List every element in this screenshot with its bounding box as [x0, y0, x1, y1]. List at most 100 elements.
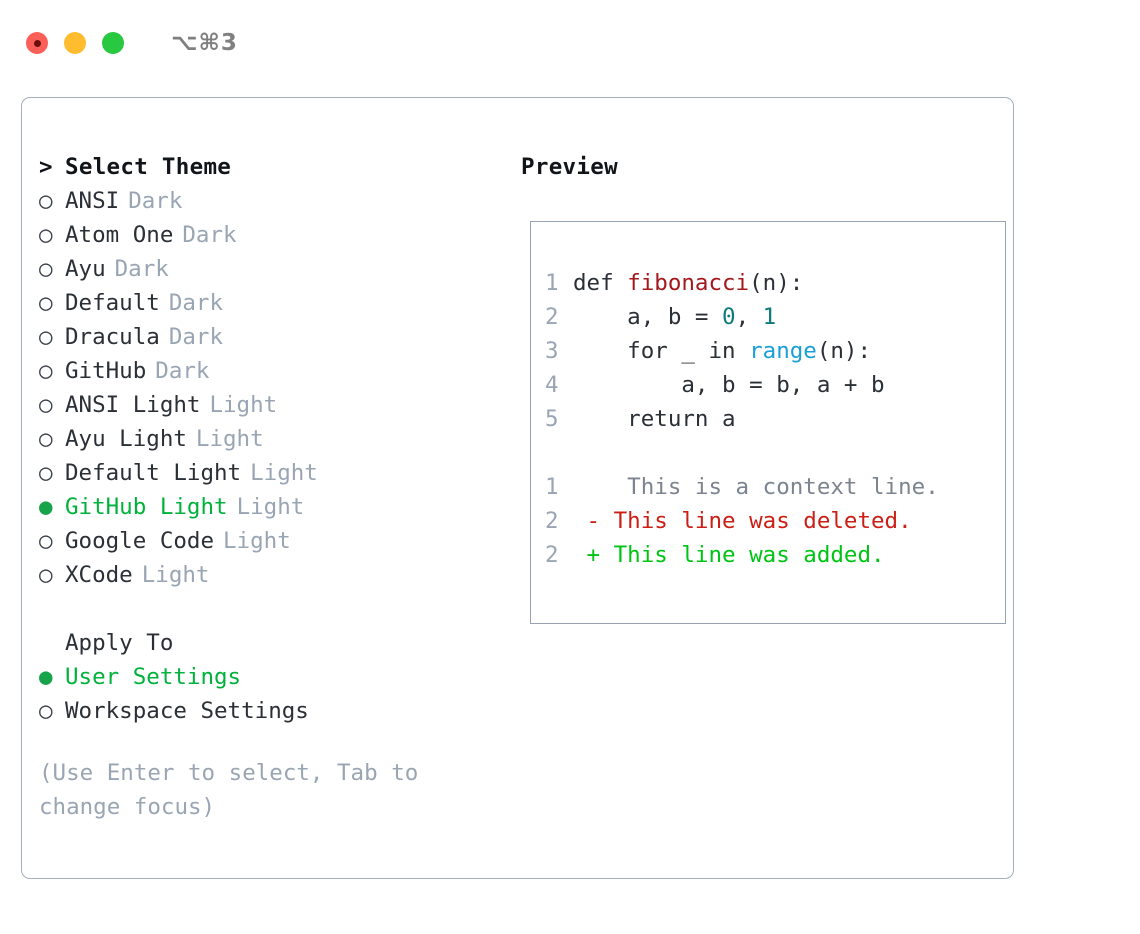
theme-list-item[interactable]: ○ GitHub Dark [39, 354, 499, 388]
theme-list-item[interactable]: ○ ANSI Dark [39, 184, 499, 218]
recording-indicator-icon [33, 39, 41, 47]
list-spacer [39, 592, 499, 626]
radio-unselected-icon: ○ [39, 188, 53, 214]
line-number: 1 [545, 270, 559, 296]
theme-variant-tag: Light [236, 494, 305, 520]
diff-line-number: 2 [545, 508, 559, 534]
theme-list-item[interactable]: ○ ANSI Light Light [39, 388, 499, 422]
traffic-light-group [26, 32, 124, 54]
diff-line: 2 - This line was deleted. [545, 504, 1005, 538]
code-token: (n): [749, 270, 804, 296]
code-line: 2 a, b = 0, 1 [545, 300, 1005, 334]
radio-unselected-icon: ○ [39, 256, 53, 282]
code-line: 3 for _ in range(n): [545, 334, 1005, 368]
theme-variant-tag: Dark [168, 290, 224, 316]
theme-list-item[interactable]: ○ Default Light Light [39, 456, 499, 490]
line-number: 3 [545, 338, 559, 364]
close-button[interactable] [26, 32, 48, 54]
window-titlebar: ⌥⌘3 [0, 0, 1140, 86]
diff-line-number: 1 [545, 474, 559, 500]
code-token: def [573, 270, 628, 296]
code-token: for _ in [573, 338, 750, 364]
radio-unselected-icon: ○ [39, 562, 53, 588]
radio-selected-icon: ● [39, 664, 53, 690]
theme-list-item[interactable]: ○ Atom One Dark [39, 218, 499, 252]
theme-list-item[interactable]: ○ Ayu Dark [39, 252, 499, 286]
theme-name-label: Ayu Light [65, 426, 187, 452]
theme-variant-tag: Light [141, 562, 210, 588]
theme-name-label: Default [65, 290, 160, 316]
theme-name-label: Atom One [65, 222, 174, 248]
code-token: (n): [816, 338, 872, 364]
radio-unselected-icon: ○ [39, 460, 53, 486]
theme-variant-tag: Light [195, 426, 264, 452]
code-line: 4 a, b = b, a + b [545, 368, 1005, 402]
diff-line-text: This is a context line. [573, 474, 939, 500]
apply-to-option[interactable]: ● User Settings [39, 660, 499, 694]
theme-variant-tag: Dark [168, 324, 224, 350]
code-token: 1 [762, 304, 777, 330]
apply-to-header: Apply To [39, 626, 499, 660]
apply-to-option[interactable]: ○ Workspace Settings [39, 694, 499, 728]
line-number: 4 [545, 372, 559, 398]
line-number: 2 [545, 304, 559, 330]
code-token: 0 [722, 304, 736, 330]
radio-unselected-icon: ○ [39, 698, 53, 724]
maximize-button[interactable] [102, 32, 124, 54]
apply-to-list: ● User Settings ○ Workspace Settings [39, 660, 499, 728]
diff-line: 1 This is a context line. [545, 470, 1005, 504]
theme-name-label: Default Light [65, 460, 242, 486]
code-line: 1 def fibonacci(n): [545, 266, 1005, 300]
theme-variant-tag: Dark [182, 222, 237, 248]
line-number: 5 [545, 406, 559, 432]
radio-unselected-icon: ○ [39, 358, 53, 384]
code-token: fibonacci [627, 270, 750, 296]
theme-variant-tag: Dark [128, 188, 183, 214]
theme-variant-tag: Light [223, 528, 291, 554]
code-token: , [735, 304, 763, 330]
select-theme-header: > Select Theme [39, 150, 499, 184]
radio-unselected-icon: ○ [39, 324, 53, 350]
diff-line-number: 2 [545, 542, 559, 568]
theme-list-item[interactable]: ● GitHub Light Light [39, 490, 499, 524]
select-theme-title: Select Theme [65, 154, 232, 180]
apply-to-label: User Settings [65, 664, 242, 690]
theme-variant-tag: Dark [114, 256, 169, 282]
theme-name-label: GitHub Light [65, 494, 228, 520]
theme-variant-tag: Dark [155, 358, 210, 384]
code-diff-spacer [545, 436, 1005, 470]
radio-unselected-icon: ○ [39, 392, 53, 418]
theme-variant-tag: Light [250, 460, 318, 486]
theme-name-label: Google Code [65, 528, 215, 554]
preview-title: Preview [521, 154, 618, 180]
theme-variant-tag: Light [209, 392, 278, 418]
code-line: 5 return a [545, 402, 1005, 436]
theme-list-item[interactable]: ○ Google Code Light [39, 524, 499, 558]
diff-line-text: + This line was added. [573, 542, 885, 568]
theme-name-label: ANSI [65, 188, 120, 214]
diff-snippet: 1 This is a context line.2 - This line w… [545, 470, 1005, 572]
keyboard-hint-text: (Use Enter to select, Tab to change focu… [39, 760, 419, 820]
theme-name-label: Ayu [65, 256, 106, 282]
keyboard-shortcut-label: ⌥⌘3 [171, 30, 238, 56]
code-token: a, b = b, a + b [573, 372, 885, 398]
theme-name-label: ANSI Light [65, 392, 201, 418]
caret-icon: > [39, 154, 53, 180]
theme-name-label: GitHub [65, 358, 147, 384]
radio-unselected-icon: ○ [39, 222, 53, 248]
radio-selected-icon: ● [39, 494, 53, 520]
minimize-button[interactable] [64, 32, 86, 54]
radio-unselected-icon: ○ [39, 528, 53, 554]
code-token: return a [573, 406, 736, 432]
apply-to-label: Workspace Settings [65, 698, 309, 724]
code-token: range [749, 338, 817, 364]
